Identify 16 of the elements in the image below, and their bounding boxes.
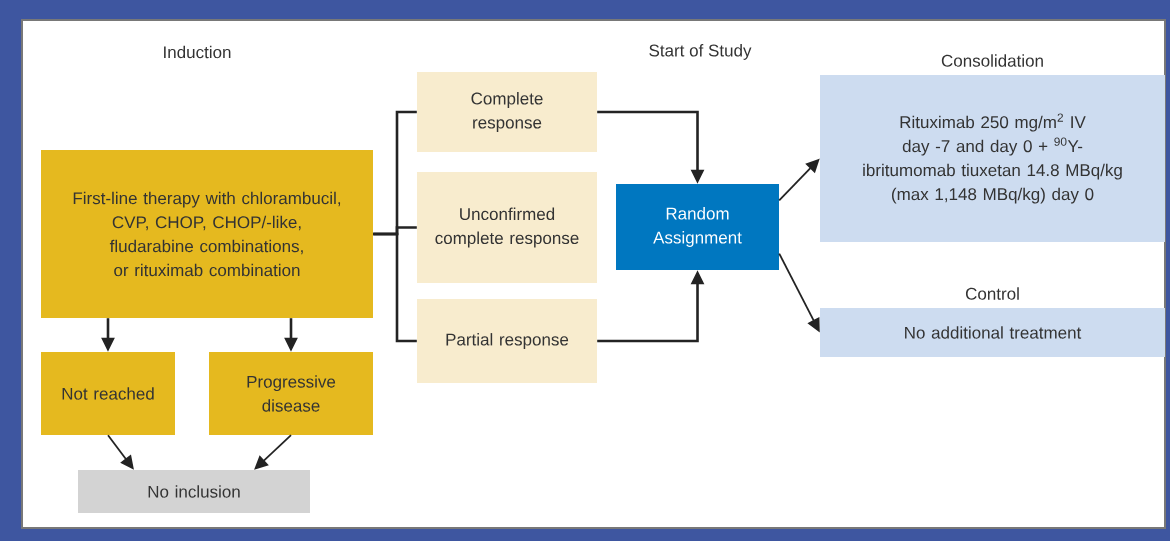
section-heading: Induction (164, 45, 231, 59)
outcome-box: Not reached (41, 352, 175, 435)
response-box: Unconfirmed complete response (417, 172, 597, 283)
exclusion-box: No inclusion (78, 470, 310, 513)
randomization-box: Random Assignment (616, 184, 779, 270)
response-box: Complete response (417, 72, 597, 152)
arrow (254, 434, 292, 470)
section-heading: Start of Study (649, 44, 752, 60)
treatment-box: No additional treatment (820, 308, 1165, 357)
outcome-box: Progressive disease (209, 352, 373, 435)
treatment-box: Rituximab 250 mg/m$^{2}$ IV day -7 and day 0 + $^{90}$Y-ibritumomab tiuxetan 14.8 MBq/kg (max 1,148 MBq/kg) day 0 (820, 75, 1165, 242)
connector-line (373, 232, 417, 343)
heading: Consolidation (941, 54, 1043, 67)
therapy-box: First-line therapy with chlorambucil, CVP, CHOP, CHOP/-like, fludarabine combinations, or rituximab combination (41, 150, 373, 318)
response-box: Partial response (417, 299, 597, 383)
heading: Control (965, 287, 1019, 300)
